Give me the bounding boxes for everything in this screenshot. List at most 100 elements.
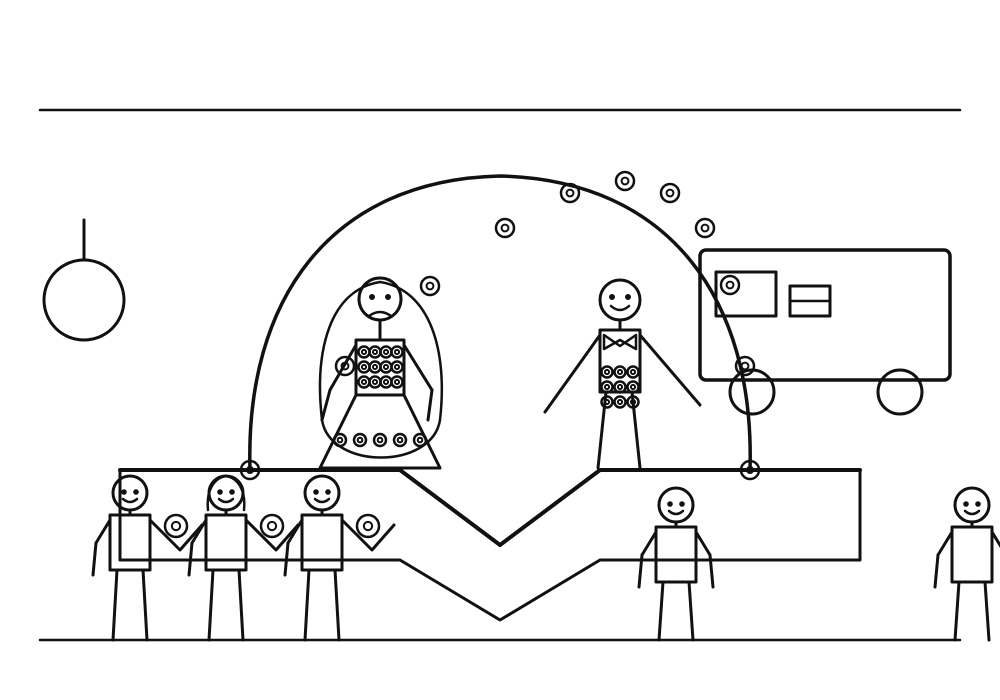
- floating-ring: [734, 355, 756, 377]
- ring-inner: [360, 363, 368, 371]
- groom-leg: [630, 390, 642, 470]
- groom-vest-dot: [626, 365, 640, 379]
- ring-inner: [740, 361, 750, 371]
- guest-arm: [187, 541, 194, 577]
- guest-eye: [217, 489, 223, 495]
- groom-vest-dot: [613, 380, 627, 394]
- guest-arm: [190, 518, 208, 545]
- ring-outer: [368, 375, 382, 389]
- ring-outer: [357, 375, 371, 389]
- ring-inner: [376, 436, 384, 444]
- ring-inner: [629, 368, 637, 376]
- guest-arm: [91, 541, 98, 577]
- guest-body: [300, 513, 344, 572]
- ring-inner: [170, 520, 182, 532]
- bride-arm: [402, 343, 434, 392]
- guest-body: [950, 525, 994, 584]
- bride-dress-dot: [368, 345, 382, 359]
- guest-eye: [313, 489, 319, 495]
- ring-inner: [393, 363, 401, 371]
- guest-head: [953, 486, 991, 524]
- guest-eye: [963, 501, 969, 507]
- guest-smile: [963, 509, 981, 516]
- arch-left-post-dot: [246, 466, 254, 474]
- ring-inner: [629, 383, 637, 391]
- ring-inner: [382, 348, 390, 356]
- guest-eye: [325, 489, 331, 495]
- guest-hair: [206, 474, 246, 512]
- guest: [283, 474, 396, 642]
- groom-vest-dot: [613, 365, 627, 379]
- floating-ring: [694, 217, 716, 239]
- truck: [698, 248, 952, 416]
- floating-ring: [494, 217, 516, 239]
- ring-inner: [371, 363, 379, 371]
- bride-frown: [367, 310, 393, 318]
- groom-arm: [543, 333, 602, 414]
- ring-outer: [352, 432, 368, 448]
- ring-inner: [616, 368, 624, 376]
- ring-outer: [559, 182, 581, 204]
- arch-curve: [248, 174, 752, 472]
- bride-hem-dot: [332, 432, 348, 448]
- bride-dress-dot: [368, 360, 382, 374]
- bride-dress-dot: [357, 360, 371, 374]
- ring-outer: [357, 360, 371, 374]
- guest-leg: [983, 580, 991, 642]
- guest-eye: [133, 489, 139, 495]
- ring-outer: [613, 365, 627, 379]
- bride-hem-dot: [352, 432, 368, 448]
- ring-inner: [725, 280, 735, 290]
- guest-eye: [679, 501, 685, 507]
- guest-arm: [990, 530, 1000, 549]
- bride-dress-dot: [379, 345, 393, 359]
- ring-inner: [616, 398, 624, 406]
- ring-inner: [266, 520, 278, 532]
- bride-head: [357, 276, 403, 322]
- floating-ring: [419, 275, 441, 297]
- guest-arm: [640, 530, 658, 557]
- ring-inner: [382, 363, 390, 371]
- ring-inner: [416, 436, 424, 444]
- bride-hem-dot: [412, 432, 428, 448]
- bride-veil: [318, 280, 444, 459]
- groom-vest-dot: [613, 395, 627, 409]
- stage-top-edge: [118, 468, 862, 547]
- guest-eye: [975, 501, 981, 507]
- arch-right-post-dot: [746, 466, 754, 474]
- ring-inner: [603, 368, 611, 376]
- bride-dress-dot: [357, 375, 371, 389]
- ring-inner: [700, 223, 710, 233]
- ring-inner: [382, 378, 390, 386]
- wedding-arch: [239, 174, 761, 481]
- guest-arm: [94, 518, 112, 545]
- ring-outer: [419, 275, 441, 297]
- ring-outer: [163, 513, 189, 539]
- ring-outer: [694, 217, 716, 239]
- guest-arm: [637, 553, 644, 589]
- guest: [933, 486, 1000, 642]
- bride-dress-dot: [390, 360, 404, 374]
- guest-arm-holding: [244, 518, 300, 552]
- ring-inner: [356, 436, 364, 444]
- ring-inner: [393, 378, 401, 386]
- hanging-lamp: [42, 218, 126, 342]
- ring-outer: [719, 274, 741, 296]
- guest-leg: [207, 568, 215, 642]
- bride: [318, 276, 444, 470]
- bride-dress-dot: [379, 375, 393, 389]
- arch-right-post-ring: [739, 459, 761, 481]
- lamp-bulb: [42, 258, 126, 342]
- guest-eye: [121, 489, 127, 495]
- guest-smile: [313, 497, 331, 504]
- bride-eye: [385, 294, 391, 300]
- ring-outer: [392, 432, 408, 448]
- groom-arm: [638, 333, 702, 407]
- ring-outer: [372, 432, 388, 448]
- truck-window-left: [714, 270, 778, 318]
- ring-inner: [360, 378, 368, 386]
- guest-arm: [933, 553, 940, 589]
- guest-smile: [121, 497, 139, 504]
- guest-body: [654, 525, 698, 584]
